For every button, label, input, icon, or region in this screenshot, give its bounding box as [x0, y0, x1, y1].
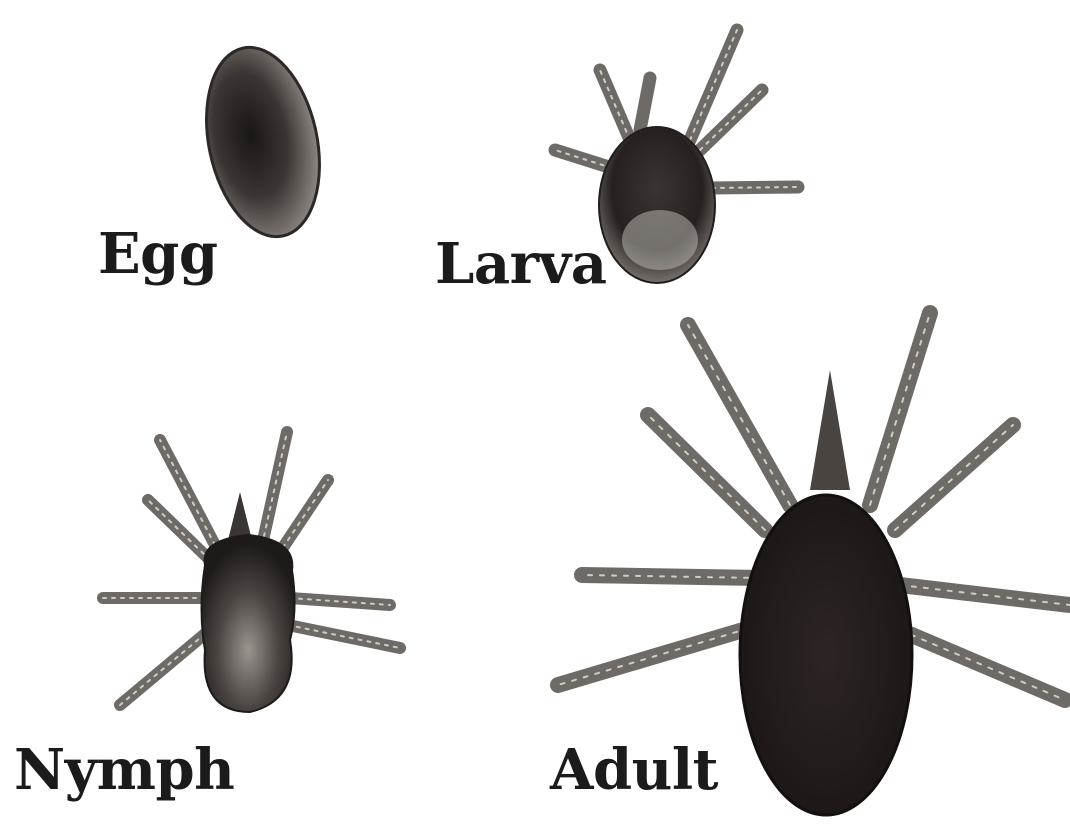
nymph-illustration — [103, 432, 400, 712]
nymph-label: Nymph — [14, 742, 234, 798]
larva-label: Larva — [435, 236, 607, 292]
egg-shell — [190, 37, 336, 247]
egg-illustration — [190, 37, 336, 247]
nymph-leg — [290, 598, 390, 605]
adult-body — [740, 495, 912, 815]
nymph-body — [202, 535, 295, 712]
adult-label: Adult — [550, 742, 718, 798]
egg-label: Egg — [98, 226, 218, 282]
larva-leg — [640, 78, 650, 130]
